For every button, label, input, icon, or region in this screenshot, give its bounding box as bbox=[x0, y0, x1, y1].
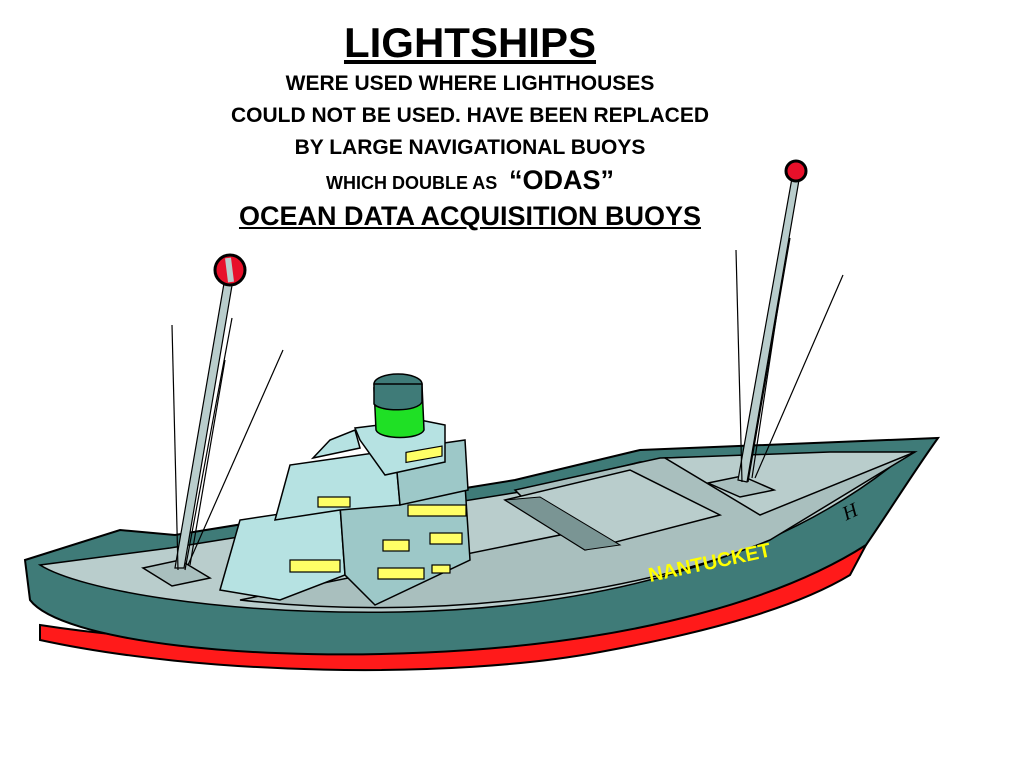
fore-masthead-light bbox=[784, 159, 808, 183]
odas-text: “ODAS” bbox=[508, 165, 614, 195]
fore-mast-base bbox=[705, 475, 777, 498]
aft-mast-base bbox=[141, 559, 213, 587]
description-line-4: WHICH DOUBLE AS “ODAS” bbox=[0, 164, 940, 199]
aft-mast bbox=[171, 253, 284, 571]
hatch-coaming bbox=[503, 496, 622, 551]
description-line-1: WERE USED WHERE LIGHTHOUSES bbox=[285, 72, 655, 95]
description-line-3: BY LARGE NAVIGATIONAL BUOYS bbox=[294, 136, 646, 159]
description-line-2: COULD NOT BE USED. HAVE BEEN REPLACED bbox=[231, 104, 709, 127]
fore-mast bbox=[735, 159, 844, 483]
title-block: LIGHTSHIPS WERE USED WHERE LIGHTHOUSES C… bbox=[0, 18, 940, 233]
page-title: LIGHTSHIPS bbox=[343, 19, 597, 66]
hatch-cover-fore bbox=[662, 451, 916, 516]
funnel bbox=[373, 373, 425, 439]
page-subtitle: OCEAN DATA ACQUISITION BUOYS bbox=[238, 201, 701, 231]
double-as-text: WHICH DOUBLE AS bbox=[325, 173, 498, 193]
ship-windows bbox=[289, 445, 467, 580]
